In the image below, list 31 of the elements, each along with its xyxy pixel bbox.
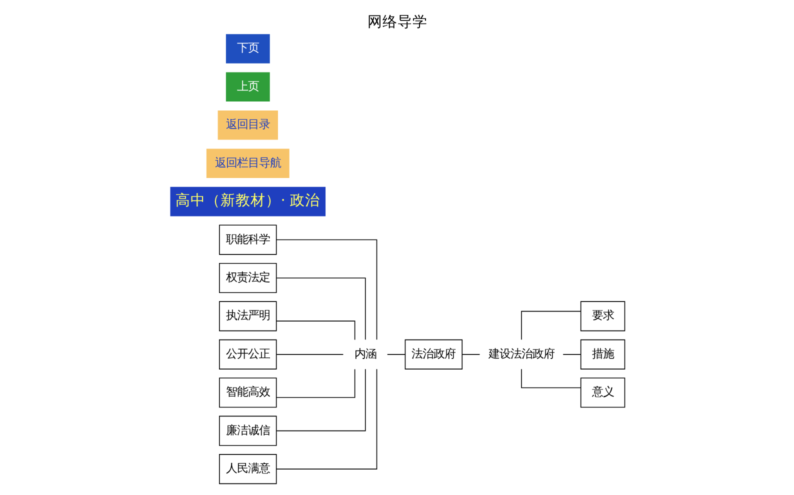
node-box: 意义: [580, 378, 625, 408]
connector: [520, 310, 581, 340]
diagram-title: 网络导学: [367, 13, 427, 30]
connector: [386, 354, 405, 355]
label: 返回栏目导航: [214, 155, 280, 170]
node-box: 公开公正: [218, 339, 276, 370]
label: 返回目录: [225, 117, 270, 132]
connector: [276, 368, 377, 470]
label: 高中（新教材）· 政治: [175, 192, 320, 210]
connector: [520, 368, 581, 388]
node-box: 权责法定: [218, 262, 276, 294]
connector: [276, 354, 344, 355]
node-box: 措施: [580, 339, 625, 370]
node-box: 人民满意: [218, 454, 276, 484]
connector: [461, 354, 480, 355]
node-box: 职能科学: [218, 224, 276, 255]
node-box: 智能高效: [218, 378, 276, 408]
node-text: 内涵: [354, 346, 376, 360]
connector: [276, 320, 355, 340]
node-box: 要求: [580, 301, 625, 332]
connector: [562, 354, 581, 355]
node-text: 建设法治政府: [488, 346, 554, 360]
node-box: 廉洁诚信: [218, 416, 276, 446]
label: 上页: [236, 78, 258, 93]
connector: [276, 239, 377, 340]
node-box: 法治政府: [404, 339, 462, 370]
node-box: 执法严明: [218, 301, 276, 332]
connector: [276, 368, 366, 432]
connector: [276, 368, 355, 398]
label: 下页: [236, 40, 258, 55]
connector: [276, 278, 366, 340]
